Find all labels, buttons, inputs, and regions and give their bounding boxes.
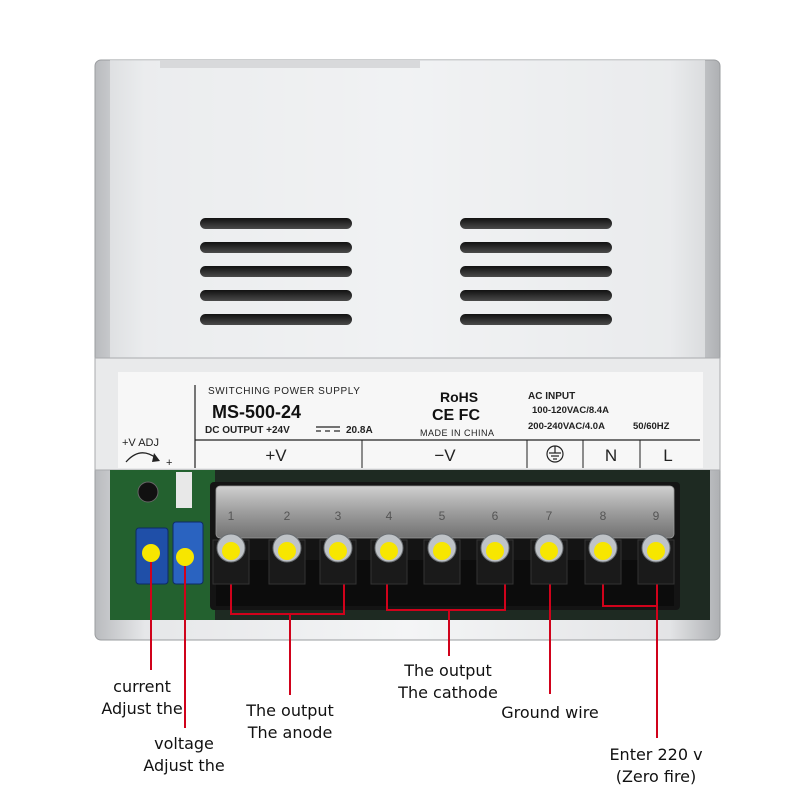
terminal-number: 1 xyxy=(228,509,235,523)
marker-dot xyxy=(486,542,504,560)
terminal-3: 3 xyxy=(319,509,357,585)
terminal-number: 7 xyxy=(546,509,553,523)
marker-dot xyxy=(433,542,451,560)
header-l: L xyxy=(663,446,672,465)
callout-current-line2: Adjust the xyxy=(101,699,183,718)
callout-ground: Ground wire xyxy=(494,702,606,724)
header-n: N xyxy=(605,446,617,465)
marker-dot xyxy=(594,542,612,560)
terminal-number: 2 xyxy=(284,509,291,523)
model-number: MS-500-24 xyxy=(212,402,301,422)
callout-anode-line2: The anode xyxy=(247,723,333,742)
callout-anode-line1: The output xyxy=(246,701,334,720)
marker-dot xyxy=(647,542,665,560)
callout-ground-line1: Ground wire xyxy=(501,703,599,722)
callout-voltage-line1: voltage xyxy=(154,734,214,753)
callout-cathode-line1: The output xyxy=(404,661,492,680)
callout-current: current Adjust the xyxy=(100,676,184,720)
callout-anode: The output The anode xyxy=(238,700,342,744)
callout-voltage: voltage Adjust the xyxy=(138,733,230,777)
made-in-china: MADE IN CHINA xyxy=(420,428,495,438)
callout-input-line1: Enter 220 v xyxy=(609,745,703,764)
dc-symbol-icon xyxy=(316,426,340,432)
vent-slots-left xyxy=(200,218,352,325)
marker-dot xyxy=(329,542,347,560)
terminal-number: 3 xyxy=(335,509,342,523)
v-adj-label: +V ADJ xyxy=(122,437,159,449)
label-title: SWITCHING POWER SUPPLY xyxy=(208,386,360,397)
terminal-8: 8 xyxy=(584,509,622,585)
marker-dot xyxy=(222,542,240,560)
terminal-5: 5 xyxy=(423,509,461,585)
dc-output-spec: DC OUTPUT +24V xyxy=(205,425,290,436)
marker-dot-voltage-pot xyxy=(176,548,194,566)
terminal-4: 4 xyxy=(370,509,408,585)
callout-voltage-line2: Adjust the xyxy=(143,756,225,775)
label-panel xyxy=(94,357,721,471)
header-minus-v: −V xyxy=(434,446,456,465)
callout-cathode-line2: The cathode xyxy=(398,683,498,702)
ac-input-line1: 100-120VAC/8.4A xyxy=(532,405,609,416)
terminal-7: 7 xyxy=(530,509,568,585)
terminal-number: 8 xyxy=(600,509,607,523)
ac-frequency: 50/60HZ xyxy=(633,421,670,432)
terminal-9: 9 xyxy=(637,509,675,585)
ce-fc-marks: CE FC xyxy=(432,407,480,424)
terminal-1: 1 xyxy=(212,509,250,585)
terminal-number: 4 xyxy=(386,509,393,523)
marker-dot xyxy=(278,542,296,560)
terminal-number: 5 xyxy=(439,509,446,523)
callout-current-line1: current xyxy=(113,677,171,696)
terminal-number: 6 xyxy=(492,509,499,523)
marker-dot-current-pot xyxy=(142,544,160,562)
callout-input: Enter 220 v (Zero fire) xyxy=(594,744,718,788)
dc-output-current: 20.8A xyxy=(346,425,373,436)
rohs-mark: RoHS xyxy=(440,389,478,405)
ac-input-line2: 200-240VAC/4.0A xyxy=(528,421,605,432)
vent-slots-right xyxy=(460,218,612,325)
marker-dot xyxy=(540,542,558,560)
header-plus-v: +V xyxy=(265,446,287,465)
callout-input-line2: (Zero fire) xyxy=(615,767,697,786)
callout-cathode: The output The cathode xyxy=(388,660,508,704)
terminal-number: 9 xyxy=(653,509,660,523)
ground-symbol-icon xyxy=(546,445,564,463)
v-adj-plus: + xyxy=(166,457,172,469)
marker-dot xyxy=(380,542,398,560)
ac-input-title: AC INPUT xyxy=(528,391,575,402)
terminal-6: 6 xyxy=(476,509,514,585)
terminal-2: 2 xyxy=(268,509,306,585)
adjust-arrow-head-icon xyxy=(152,453,160,462)
